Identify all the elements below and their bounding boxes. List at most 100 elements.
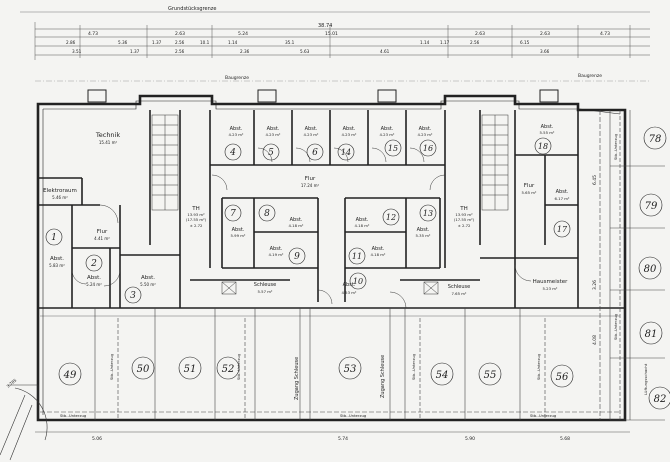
dim-bottom-1: 5.74 xyxy=(338,436,348,442)
dim-row1-0: 4.73 xyxy=(88,31,98,37)
dim-row3-0: 3.51 xyxy=(72,49,82,54)
dim-row2-7: 1.14 xyxy=(420,40,430,45)
room-labels: Technik 15.41 m² Elektroraum 5.46 m² Flu… xyxy=(43,124,570,296)
number-9: 9 xyxy=(294,252,300,262)
number-79: 79 xyxy=(645,201,658,212)
dim-left-corner: 3.785 xyxy=(5,377,17,388)
room-abst-17-name: Abst. xyxy=(556,189,569,195)
room-abst-1-area: 5.83 m² xyxy=(49,263,65,268)
room-abst-1-name: Abst. xyxy=(50,256,64,262)
room-elektro-area: 5.46 m² xyxy=(52,195,68,200)
dim-row2-2: 1.37 xyxy=(152,40,162,45)
dim-row2-4: 10.1 xyxy=(200,40,210,45)
beam-label-4: Stb.-Unterzug xyxy=(109,353,114,380)
room-abst-18-name: Abst. xyxy=(541,124,554,130)
room-abst-14-area: 4.23 m² xyxy=(342,132,357,137)
room-abst-4-area: 4.23 m² xyxy=(229,132,244,137)
dimension-row-1: 4.73 2.63 5.24 15.01 2.63 2.63 4.73 xyxy=(88,31,610,37)
room-abst-8-name: Abst. xyxy=(290,217,303,223)
room-hausmeister-name: Hausmeister xyxy=(533,279,569,285)
room-abst-6-area: 4.23 m² xyxy=(304,132,319,137)
number-49: 49 xyxy=(63,370,77,381)
room-technik-name: Technik xyxy=(95,131,120,139)
room-abst-2-area: 5.24 m² xyxy=(86,282,102,287)
number-55: 55 xyxy=(484,370,497,381)
dim-row1-5: 2.63 xyxy=(540,31,550,37)
left-corner-structure xyxy=(0,384,48,461)
dim-row2-9: 2.56 xyxy=(470,40,480,45)
room-abst-13-name: Abst. xyxy=(417,227,430,233)
number-15: 15 xyxy=(388,144,398,153)
dimension-lines xyxy=(34,22,650,433)
room-flur-left-name: Flur xyxy=(97,229,108,235)
dim-row1-4: 2.63 xyxy=(475,31,485,37)
number-81: 81 xyxy=(645,329,658,340)
room-abst-13-area: 5.35 m² xyxy=(416,233,431,238)
number-52: 52 xyxy=(222,364,235,375)
room-abst-18-area: 5.55 m² xyxy=(540,130,555,135)
dimension-total: 38.74 xyxy=(318,23,332,29)
dim-row2-0: 2.86 xyxy=(66,40,76,45)
room-abst-9-name: Abst. xyxy=(270,246,283,252)
room-abst-12-name: Abst. xyxy=(356,217,369,223)
beam-label-7: Stb.-Unterzug xyxy=(536,353,541,380)
number-12: 12 xyxy=(386,213,396,222)
room-th-left-area2: (17.55 m²) xyxy=(186,217,207,222)
room-flur-left-area: 4.41 m² xyxy=(94,236,110,241)
number-53: 53 xyxy=(344,364,357,375)
room-abst-4-name: Abst. xyxy=(230,126,243,132)
room-flur-center-area: 17.24 m² xyxy=(301,183,320,188)
room-abst-16-area: 4.23 m² xyxy=(418,132,433,137)
dim-side-0: 6.45 xyxy=(592,175,598,185)
number-56: 56 xyxy=(556,372,569,383)
room-abst-12-area: 4.18 m² xyxy=(355,223,370,228)
vent-shafts xyxy=(221,281,439,295)
dimension-row-2: 2.86 5.36 1.37 2.56 10.1 1.14 35.1 1.14 … xyxy=(66,40,530,45)
number-82: 82 xyxy=(654,394,667,405)
room-abst-15-name: Abst. xyxy=(381,126,394,132)
room-abst-11-name: Abst. xyxy=(372,246,385,252)
room-abst-5-area: 4.23 m² xyxy=(266,132,281,137)
room-abst-9-area: 4.19 m² xyxy=(269,252,284,257)
number-4: 4 xyxy=(229,148,236,158)
room-th-right-name: TH xyxy=(459,206,468,212)
handwritten-numbers xyxy=(45,126,670,410)
number-2: 2 xyxy=(90,259,97,269)
number-7: 7 xyxy=(230,209,236,219)
room-flur-right-area: 5.65 m² xyxy=(522,190,537,195)
room-abst-10-name: Abst. xyxy=(343,282,356,288)
dim-row2-6: 35.1 xyxy=(285,40,295,45)
room-abst-15-area: 4.23 m² xyxy=(380,132,395,137)
number-labels: 1 2 3 4 5 6 14 15 16 7 8 9 10 11 12 13 1… xyxy=(51,134,666,405)
dim-row3-6: 3.66 xyxy=(540,49,550,54)
number-18: 18 xyxy=(538,142,548,151)
dim-row1-6: 4.73 xyxy=(600,31,610,37)
room-hausmeister-area: 5.23 m² xyxy=(543,286,558,291)
room-abst-17-area: 6.17 m² xyxy=(555,196,570,201)
number-5: 5 xyxy=(268,148,274,158)
dim-row3-3: 2.36 xyxy=(240,49,250,54)
room-technik-area: 15.41 m² xyxy=(99,140,118,145)
room-abst-10-area: 4.53 m² xyxy=(342,290,357,295)
dim-bottom-0: 5.06 xyxy=(92,436,102,442)
dim-row2-3: 2.56 xyxy=(175,40,185,45)
number-1: 1 xyxy=(51,233,57,243)
dim-row1-2: 5.24 xyxy=(238,31,248,37)
dim-side-2: 4.08 xyxy=(592,335,598,345)
dim-row1-3: 15.01 xyxy=(325,31,338,37)
dim-bottom-3: 5.68 xyxy=(560,436,570,442)
number-54: 54 xyxy=(436,370,449,381)
beam-label-8: Stb.-Unterzug xyxy=(613,133,618,160)
room-abst-14-name: Abst. xyxy=(343,126,356,132)
room-th-right-level: ± 2.72 xyxy=(458,223,471,228)
stair-left xyxy=(151,114,179,211)
boundary-label-right: Baugrenze xyxy=(578,73,602,79)
header-title: Grundstücksgrenze xyxy=(168,6,217,12)
dim-row2-1: 5.36 xyxy=(118,40,128,45)
beam-label-1: Stb.-Unterzug xyxy=(60,413,87,418)
room-abst-6-name: Abst. xyxy=(305,126,318,132)
room-abst-5-name: Abst. xyxy=(267,126,280,132)
side-dimensions: 6.45 3.26 4.08 xyxy=(592,175,598,345)
room-abst-7-area: 5.99 m² xyxy=(231,233,246,238)
number-3: 3 xyxy=(130,291,136,301)
